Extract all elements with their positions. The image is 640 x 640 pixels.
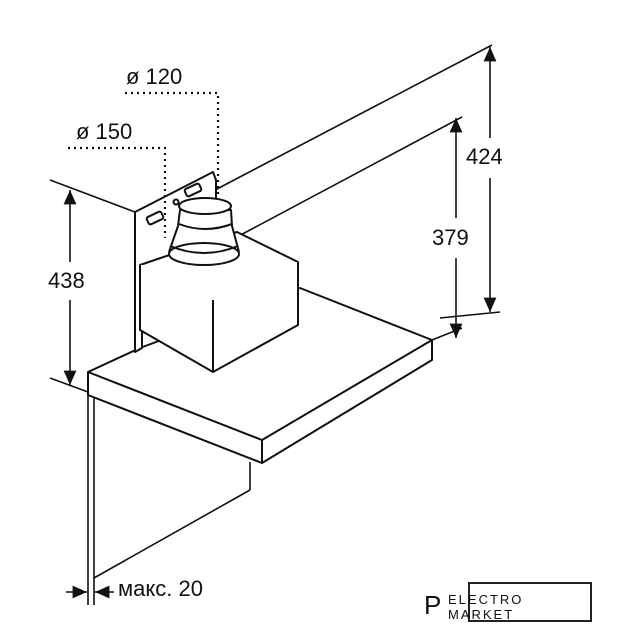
- wall: [87, 395, 251, 579]
- leader-120: [125, 91, 220, 196]
- watermark-letter: P: [424, 590, 442, 620]
- guide-line-inner: [234, 116, 463, 239]
- watermark-brand: ELECTRO MARKET: [448, 592, 524, 622]
- label-height-424: 424: [466, 144, 503, 169]
- label-duct-120: ø 120: [126, 64, 183, 89]
- ext-line: [49, 179, 136, 213]
- label-max-gap: макс. 20: [118, 576, 203, 601]
- label-height-438: 438: [48, 268, 85, 293]
- label-height-379: 379: [432, 225, 469, 250]
- ext-line: [49, 377, 89, 393]
- canopy: [87, 287, 433, 464]
- duct-connector: [168, 197, 240, 266]
- logo-frame: [468, 582, 592, 622]
- leader-150: [68, 146, 167, 238]
- label-duct-150: ø 150: [76, 119, 133, 144]
- guide-line-top: [214, 44, 493, 191]
